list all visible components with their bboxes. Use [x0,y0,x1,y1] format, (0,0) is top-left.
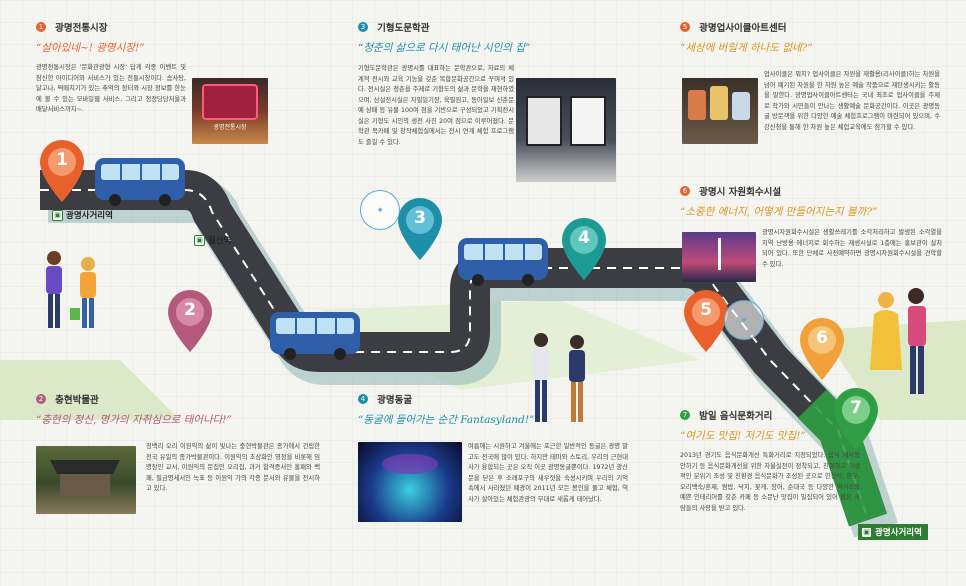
station-label: 광명사거리역 [875,528,922,538]
section-number: 7 [680,409,690,420]
subway-icon: ▣ [194,234,205,246]
resource-recovery-photo [682,232,756,282]
section-literature-museum: 3 기형도문학관 “청춘의 삶으로 다시 태어난 시인의 집” 기형도문학관은 … [358,16,531,148]
stamp-icon: ✺ [360,190,400,230]
upcycle-photo [682,78,758,144]
section-chunghyeon-museum: 2 충현박물관 “충현의 정신, 명가의 자취심으로 태어나다!” [36,388,336,427]
map-pin-icon [562,218,606,280]
subway-icon: ▣ [861,526,872,538]
upcycle-body: 업사이클은 뭐지? 업사이클은 자원을 재활용(리사이클)하는 차원을 넘어 폐… [764,71,940,131]
pin-number: 5 [700,300,712,320]
station-label: 광명사거리역 [66,211,113,221]
section-number: 5 [680,21,690,32]
section-title: 광명전통시장 [55,22,108,34]
stamp-icon: ✺ [724,300,764,340]
ground-patch [0,360,180,420]
bus-icon [270,312,360,360]
station-label: 철산역 [208,236,232,246]
bus-icon [95,158,185,206]
market-photo: 광명전통시장 [192,78,268,144]
section-quote: “여기도 맛집! 저기도 맛집!” [680,430,806,442]
bus-icon [458,238,548,286]
market-sign-text: 광명전통시장 [213,124,247,131]
map-pin-icon [398,198,442,260]
map-pin-icon [834,388,878,450]
pin-number: 1 [56,150,68,170]
section-market: 1 광명전통시장 “살아있네~! 광명시장!” 광명전통시장은 '문화관광형 시… [36,16,186,116]
pin-number: 6 [816,328,828,348]
section-number: 4 [358,393,368,404]
station-end: ▣ 광명사거리역 [858,524,928,540]
section-number: 3 [358,21,368,32]
subway-icon: ▣ [52,209,63,221]
section-quote: “동굴에 들어가는 순간 Fantasyland!” [358,414,535,426]
station-mid: ▣ 철산역 [194,234,231,246]
section-title: 밤일 음식문화거리 [699,410,773,422]
selfie-couple-illustration [870,288,926,394]
section-title: 광명시 자원회수시설 [699,186,782,198]
section-quote: “세상에 버릴게 하나도 없네?” [680,42,813,54]
literature-museum-photo [516,78,616,182]
pin-number: 3 [414,208,426,228]
pin-number: 4 [578,228,590,248]
section-gwangmyeong-cave: 4 광명동굴 “동굴에 들어가는 순간 Fantasyland!” [358,388,618,427]
section-resource-recovery: 6 광명시 자원회수시설 “소중한 에너지, 어떻게 만들어지는지 볼까?” [680,180,950,219]
section-title: 충현박물관 [55,394,99,406]
section-number: 1 [36,21,46,32]
section-number: 2 [36,393,46,404]
map-pin-icon [800,318,844,380]
section-title: 기형도문학관 [377,22,430,34]
map-pin-icon [168,290,212,352]
section-title: 광명업사이클아트센터 [699,22,787,34]
resource-recovery-body: 광명시자원회수시설은 생활쓰레기를 소각처리하고 발생된 소각열을 지역 난방용… [762,229,942,268]
pin-number: 2 [184,300,196,320]
section-quote: “살아있네~! 광명시장!” [36,42,145,54]
cave-photo [358,442,462,522]
chunghyeon-body: 청백리 오리 이원익의 삶이 빛나는 충현박물관은 종가에서 건립한 전국 유일… [146,443,320,492]
ground-patch [320,300,700,390]
section-body: 2013년 경기도 음식문화개선 특화거리로 지정되었다. 음식 재사용 안하기… [680,452,860,512]
couple-illustration [533,333,585,422]
section-body: 기형도문학관은 광명시를 대표하는 문학관으로, 자료의 체계적 전시와 교육 … [358,65,514,146]
chunghyeon-photo [36,446,136,514]
section-quote: “충현의 정신, 명가의 자취심으로 태어나다!” [36,414,232,426]
map-pin-icon [40,140,84,202]
section-title: 광명동굴 [377,394,413,406]
section-number: 6 [680,185,690,196]
section-upcycle-art-center: 5 광명업사이클아트센터 “세상에 버릴게 하나도 없네?” [680,16,940,55]
map-pin-icon [684,290,728,352]
station-start: ▣ 광명사거리역 [52,209,113,221]
section-body: 광명전통시장은 '문화관광형 시장' 답게 각종 이벤트 및 참신한 아이디어와… [36,64,186,113]
section-quote: “청춘의 삶으로 다시 태어난 시인의 집” [358,42,531,54]
section-food-street: 7 밤일 음식문화거리 “여기도 맛집! 저기도 맛집!” 2013년 경기도 … [680,404,860,514]
road-finish [797,389,887,527]
tourists-illustration [46,251,96,328]
cave-body: 여름에는 시원하고 겨울에는 포근한 일반적인 동굴은 광명 말고도 전국에 많… [468,443,628,503]
section-quote: “소중한 에너지, 어떻게 만들어지는지 볼까?” [680,206,878,218]
pin-number: 7 [850,398,862,418]
